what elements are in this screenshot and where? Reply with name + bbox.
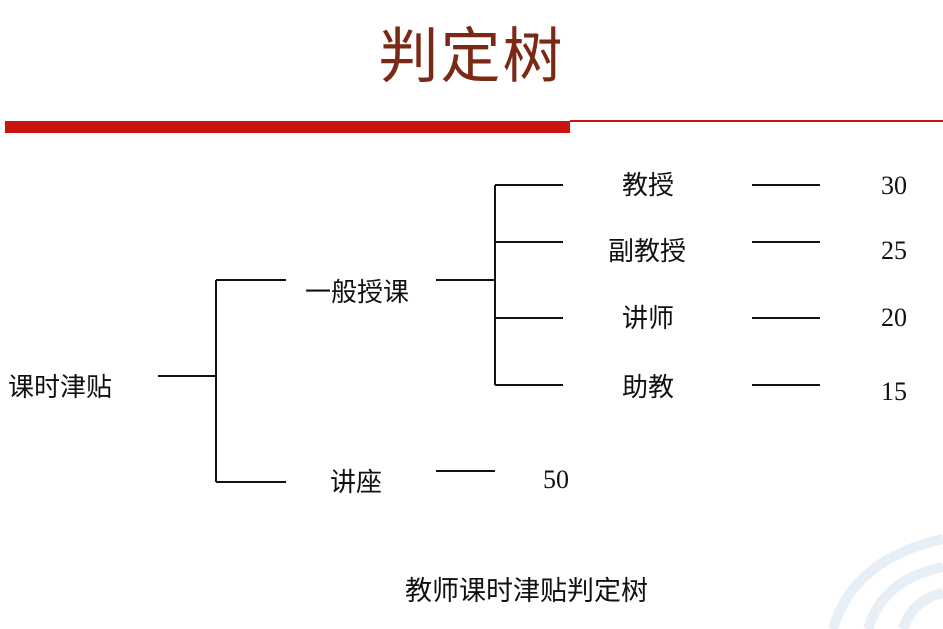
page-title: 判定树 <box>378 22 565 92</box>
leaf-value-teaching-assistant: 15 <box>881 377 907 406</box>
root-label: 课时津贴 <box>8 373 113 403</box>
branch-label-lecture: 讲座 <box>330 468 383 498</box>
leaf-label-associate-professor: 副教授 <box>608 237 687 267</box>
title-underline-thick <box>5 121 570 133</box>
diagram-caption: 教师课时津贴判定树 <box>405 576 648 607</box>
watermark-logo-icon <box>828 534 943 629</box>
leaf-label-professor: 教授 <box>622 171 675 201</box>
leaf-value-associate-professor: 25 <box>881 236 907 265</box>
lecture-value: 50 <box>543 465 569 494</box>
leaf-label-teaching-assistant: 助教 <box>622 373 675 403</box>
title-underline-thin <box>570 120 943 122</box>
leaf-value-professor: 30 <box>881 171 907 200</box>
leaf-label-lecturer: 讲师 <box>622 304 675 334</box>
leaf-value-lecturer: 20 <box>881 303 907 332</box>
branch-label-regular-teaching: 一般授课 <box>305 278 410 308</box>
